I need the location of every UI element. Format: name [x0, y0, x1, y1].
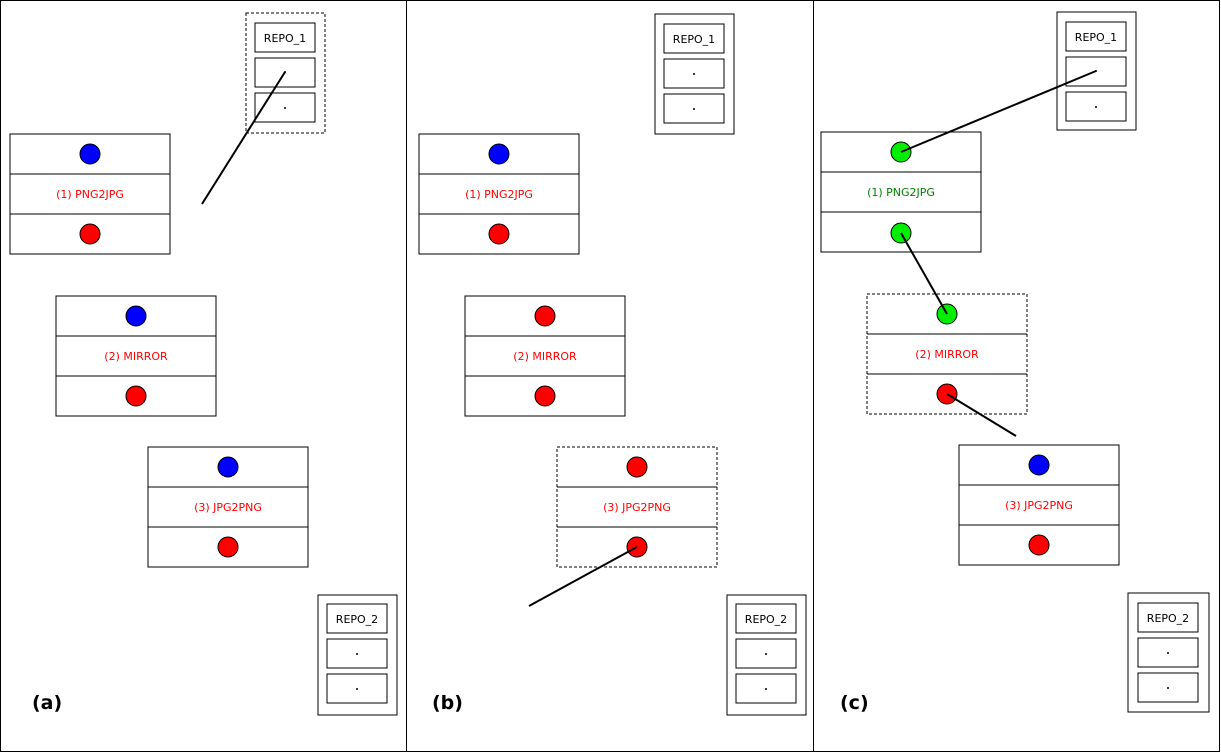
- output-port-icon[interactable]: [125, 385, 147, 407]
- output-port-icon[interactable]: [217, 536, 239, 558]
- node-jpg2png[interactable]: (3) JPG2PNG: [556, 446, 718, 568]
- node-label: (1) PNG2JPG: [867, 186, 935, 199]
- panel-caption: (c): [840, 692, 869, 714]
- repo-2-title-cell: [326, 603, 388, 634]
- repo-2-title: REPO_2: [1147, 612, 1189, 625]
- repo-2-title: REPO_2: [336, 613, 378, 626]
- connection-png2jpg-to-mirror: [900, 232, 948, 315]
- node-label: (3) JPG2PNG: [194, 501, 262, 514]
- node-label: (2) MIRROR: [513, 350, 577, 363]
- input-port-icon[interactable]: [1028, 454, 1050, 476]
- repo-1[interactable]: REPO_1: [1056, 11, 1137, 131]
- repo-1-title: REPO_1: [264, 32, 306, 45]
- repo-2-title-cell: [1137, 602, 1199, 633]
- node-jpg2png[interactable]: (3) JPG2PNG: [958, 444, 1120, 566]
- repo-2[interactable]: REPO_2: [317, 594, 398, 716]
- input-port-icon[interactable]: [217, 456, 239, 478]
- repo-1[interactable]: REPO_1: [654, 13, 735, 135]
- repo-2-title: REPO_2: [745, 613, 787, 626]
- node-label: (3) JPG2PNG: [1005, 499, 1073, 512]
- repo-1-title-cell: [663, 23, 725, 54]
- repo-1-title: REPO_1: [673, 33, 715, 46]
- output-port-icon[interactable]: [79, 223, 101, 245]
- output-port-icon[interactable]: [488, 223, 510, 245]
- output-port-icon[interactable]: [534, 385, 556, 407]
- repo-1-title-cell: [254, 22, 316, 53]
- repo-1-slot-2-dot: [284, 107, 286, 109]
- panel-b: REPO_1 (1) PNG2JPG (2) MIRROR: [418, 13, 807, 716]
- pending-connection: [201, 71, 286, 205]
- pending-connection: [946, 393, 1017, 437]
- input-port-icon[interactable]: [79, 143, 101, 165]
- input-port-icon[interactable]: [626, 456, 648, 478]
- panel-caption: (a): [32, 692, 62, 714]
- node-mirror[interactable]: (2) MIRROR: [464, 295, 626, 417]
- panel-c: REPO_1 (1) PNG2JPG (2) MIRROR: [820, 11, 1210, 714]
- input-port-icon[interactable]: [488, 143, 510, 165]
- panel-a: REPO_1 (1) PNG2JPG (2) MIRROR: [9, 12, 398, 716]
- repo-2[interactable]: REPO_2: [1127, 592, 1210, 713]
- node-jpg2png[interactable]: (3) JPG2PNG: [147, 446, 309, 568]
- repo-1-title: REPO_1: [1075, 31, 1117, 44]
- node-label: (3) JPG2PNG: [603, 501, 671, 514]
- panel-caption: (b): [432, 692, 463, 714]
- repo-2[interactable]: REPO_2: [726, 594, 807, 716]
- node-png2jpg[interactable]: (1) PNG2JPG: [9, 133, 171, 255]
- connection-repo1-to-png2jpg: [900, 70, 1097, 153]
- node-mirror[interactable]: (2) MIRROR: [55, 295, 217, 417]
- input-port-icon[interactable]: [534, 305, 556, 327]
- node-label: (2) MIRROR: [915, 348, 979, 361]
- node-label: (1) PNG2JPG: [56, 188, 124, 201]
- repo-1-title-cell: [1065, 21, 1127, 52]
- output-port-icon[interactable]: [1028, 534, 1050, 556]
- input-port-icon[interactable]: [125, 305, 147, 327]
- node-png2jpg[interactable]: (1) PNG2JPG: [418, 133, 580, 255]
- repo-2-title-cell: [735, 603, 797, 634]
- node-label: (2) MIRROR: [104, 350, 168, 363]
- pending-connection: [528, 546, 638, 607]
- node-label: (1) PNG2JPG: [465, 188, 533, 201]
